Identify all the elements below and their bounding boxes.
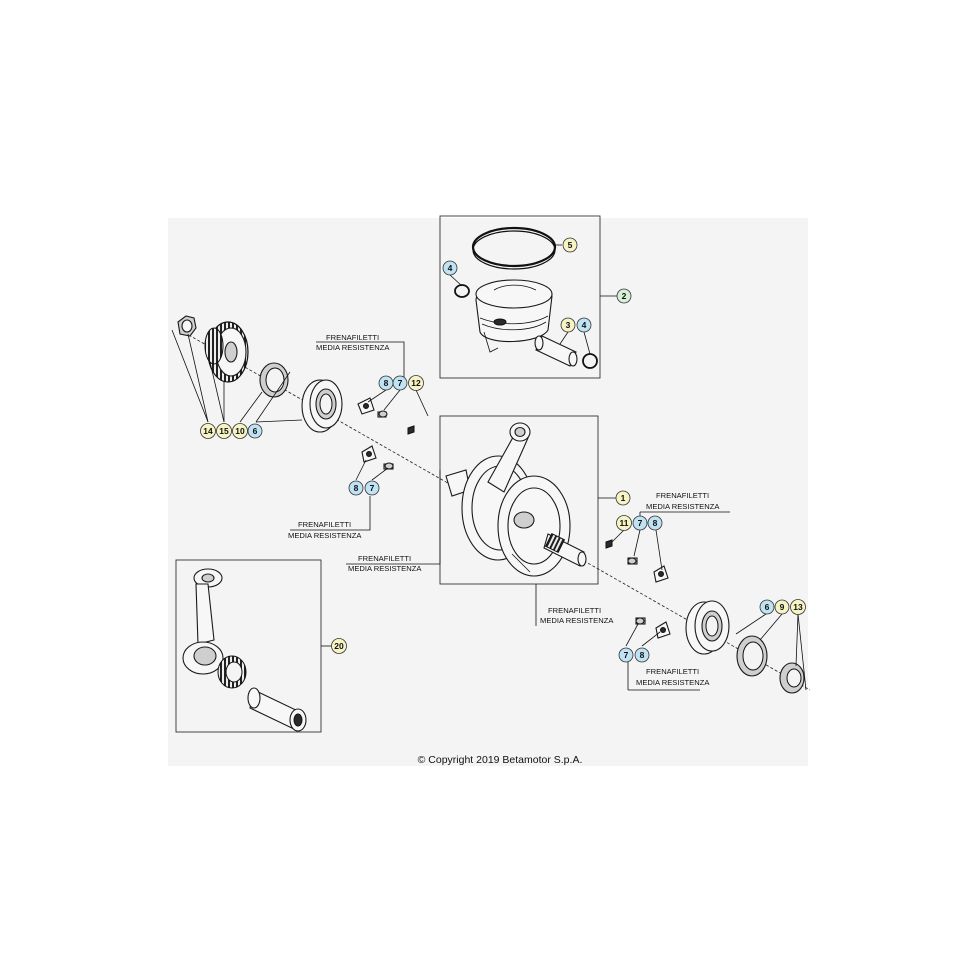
svg-text:11: 11 <box>620 518 629 528</box>
piston-pin-circlip-left <box>454 284 470 298</box>
callout-6: 6 <box>759 599 775 615</box>
callout-8: 8 <box>647 515 663 531</box>
svg-text:9: 9 <box>780 602 785 612</box>
note-line1: FRENAFILETTI <box>646 667 699 676</box>
threadlocker-note-right-upper: FRENAFILETTI MEDIA RESISTENZA <box>646 491 720 511</box>
piston <box>475 279 553 353</box>
svg-text:7: 7 <box>370 483 375 493</box>
svg-text:6: 6 <box>765 602 770 612</box>
svg-text:6: 6 <box>253 426 258 436</box>
needle-roller-bearing <box>217 655 247 689</box>
svg-text:8: 8 <box>354 483 359 493</box>
threadlocker-note-right-lower: FRENAFILETTI MEDIA RESISTENZA <box>636 667 710 687</box>
callout-15: 15 <box>216 423 232 439</box>
svg-text:4: 4 <box>448 263 453 273</box>
callout-12: 12 <box>408 375 424 391</box>
svg-text:4: 4 <box>582 320 587 330</box>
crankshaft-nut-left <box>177 315 197 337</box>
threadlocker-note-mid-left: FRENAFILETTI MEDIA RESISTENZA <box>288 520 362 540</box>
main-bearing-right <box>685 600 730 655</box>
callout-2: 2 <box>616 288 632 304</box>
primary-drive-gear <box>204 321 249 383</box>
svg-text:5: 5 <box>568 240 573 250</box>
svg-text:2: 2 <box>622 291 627 301</box>
svg-text:7: 7 <box>398 378 403 388</box>
note-line1: FRENAFILETTI <box>358 554 411 563</box>
svg-text:8: 8 <box>653 518 658 528</box>
copyright-text: © Copyright 2019 Betamotor S.p.A. <box>418 754 583 766</box>
svg-text:8: 8 <box>384 378 389 388</box>
callout-7: 7 <box>632 515 648 531</box>
callout-bubbles: 5 4 2 3 4 8 7 12 14 15 10 6 8 7 1 11 7 8… <box>200 237 806 663</box>
svg-text:14: 14 <box>203 426 213 436</box>
callout-4: 4 <box>576 317 592 333</box>
note-line2: MEDIA RESISTENZA <box>636 678 710 687</box>
note-line1: FRENAFILETTI <box>548 606 601 615</box>
piston-group-frame <box>439 215 601 379</box>
crankshaft-assembly <box>445 422 587 577</box>
piston-pin <box>534 335 578 367</box>
callout-10: 10 <box>232 423 248 439</box>
svg-text:10: 10 <box>235 426 245 436</box>
threadlocker-note-right-mid: FRENAFILETTI MEDIA RESISTENZA <box>540 606 614 625</box>
note-line2: MEDIA RESISTENZA <box>540 616 614 625</box>
callout-5: 5 <box>562 237 578 253</box>
svg-text:3: 3 <box>566 320 571 330</box>
svg-text:13: 13 <box>793 602 803 612</box>
screw-upper-left <box>377 410 388 418</box>
leader-lines <box>171 244 807 691</box>
callout-1: 1 <box>615 490 631 506</box>
lock-plate-upper-right <box>653 565 669 583</box>
callout-8: 8 <box>378 375 394 391</box>
callout-14: 14 <box>200 423 216 439</box>
callout-7: 7 <box>364 480 380 496</box>
lock-plate-upper-left <box>357 397 375 415</box>
lock-plate-lower-right <box>655 621 671 639</box>
callout-4: 4 <box>442 260 458 276</box>
connecting-rod <box>182 568 224 675</box>
callout-9: 9 <box>774 599 790 615</box>
callout-6: 6 <box>247 423 263 439</box>
callout-8: 8 <box>348 480 364 496</box>
main-bearing-left <box>301 379 343 433</box>
note-line1: FRENAFILETTI <box>298 520 351 529</box>
lock-plate-lower-left <box>361 445 377 463</box>
note-line2: MEDIA RESISTENZA <box>348 564 422 573</box>
note-line2: MEDIA RESISTENZA <box>288 531 362 540</box>
callout-7: 7 <box>618 647 634 663</box>
note-line1: FRENAFILETTI <box>326 333 379 342</box>
callout-3: 3 <box>560 317 576 333</box>
screw-upper-right <box>627 557 638 565</box>
callout-20: 20 <box>331 638 347 654</box>
note-line2: MEDIA RESISTENZA <box>316 343 390 352</box>
callout-7: 7 <box>392 375 408 391</box>
callout-8: 8 <box>634 647 650 663</box>
threadlocker-note-top-left: FRENAFILETTI MEDIA RESISTENZA <box>316 333 390 352</box>
note-line1: FRENAFILETTI <box>656 491 709 500</box>
svg-text:8: 8 <box>640 650 645 660</box>
note-line2: MEDIA RESISTENZA <box>646 502 720 511</box>
dowel-pin-left <box>407 425 415 435</box>
svg-text:12: 12 <box>411 378 421 388</box>
svg-text:1: 1 <box>621 493 626 503</box>
svg-text:15: 15 <box>219 426 229 436</box>
oil-seal-right <box>736 635 768 677</box>
svg-text:7: 7 <box>624 650 629 660</box>
callout-13: 13 <box>790 599 806 615</box>
screw-lower-left <box>383 462 394 470</box>
crank-pin <box>247 687 307 732</box>
threadlocker-note-crank: FRENAFILETTI MEDIA RESISTENZA <box>348 554 422 573</box>
oil-seal-left <box>259 362 289 398</box>
svg-text:20: 20 <box>334 641 344 651</box>
callout-11: 11 <box>616 515 632 531</box>
crankshaft-nut-right <box>779 662 805 694</box>
dowel-pin-right <box>605 539 613 549</box>
screw-lower-right <box>635 617 646 625</box>
piston-ring <box>471 226 557 270</box>
svg-text:7: 7 <box>638 518 643 528</box>
